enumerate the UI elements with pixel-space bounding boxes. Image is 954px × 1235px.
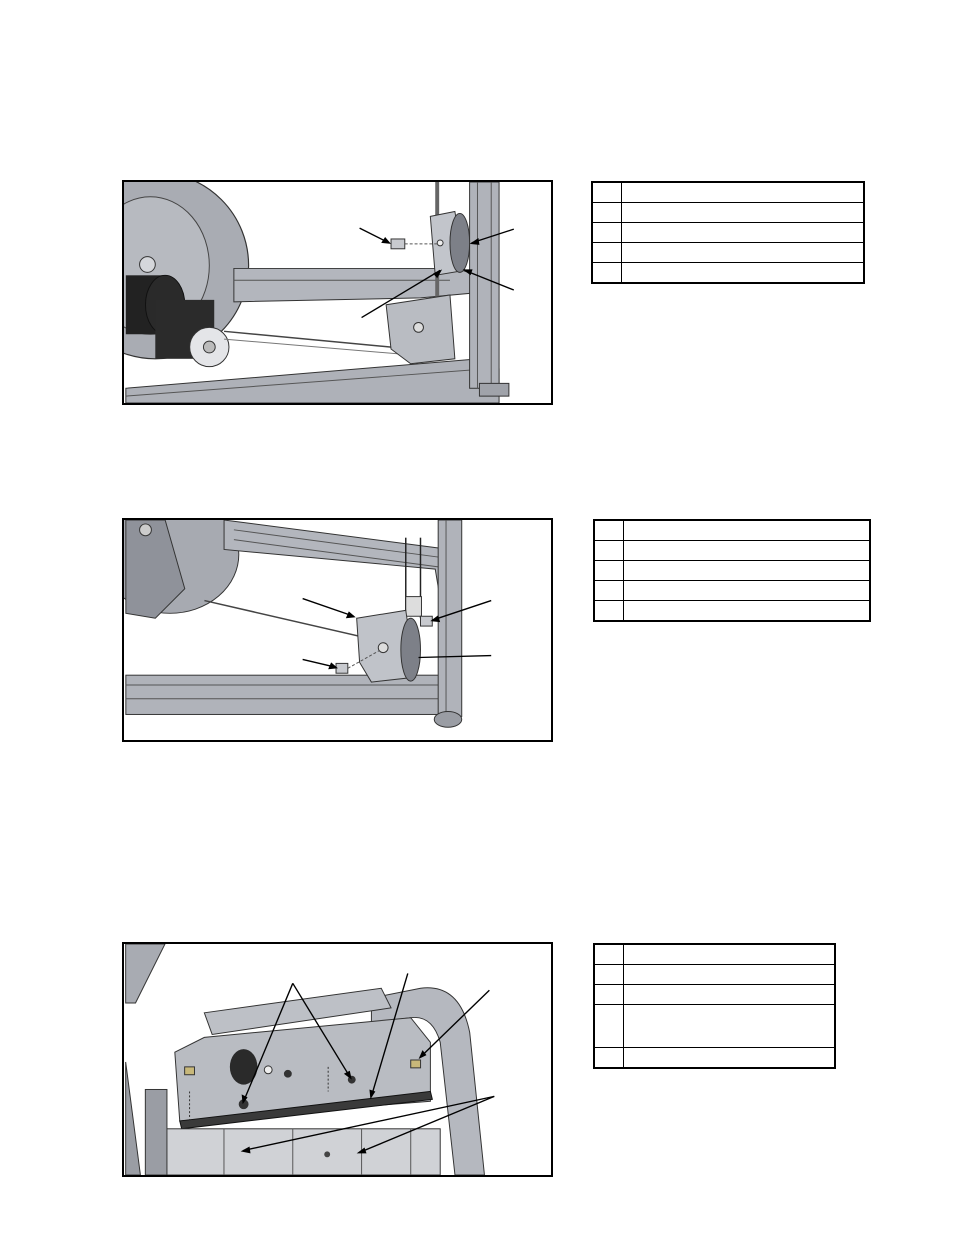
row-number xyxy=(593,1047,624,1069)
table-row xyxy=(591,242,865,263)
table-row xyxy=(591,181,865,203)
table-row xyxy=(593,560,871,581)
row-number xyxy=(593,519,624,541)
row-number xyxy=(593,1004,624,1048)
table-row xyxy=(591,262,865,284)
parts-table-1 xyxy=(591,181,865,284)
row-number xyxy=(591,181,622,203)
table-row xyxy=(593,943,836,965)
table-row xyxy=(591,222,865,243)
row-text xyxy=(621,222,865,243)
figure-3-weight-stack xyxy=(122,942,553,1177)
table-row xyxy=(591,202,865,223)
parts-table-2 xyxy=(593,519,871,622)
row-text xyxy=(623,519,871,541)
table-row xyxy=(593,600,871,622)
row-text xyxy=(623,1004,836,1048)
row-text xyxy=(623,540,871,561)
row-number xyxy=(593,964,624,985)
row-text xyxy=(621,242,865,263)
table-row xyxy=(593,984,836,1005)
table-row xyxy=(593,964,836,985)
row-text xyxy=(621,202,865,223)
figure-2-lower-pulley xyxy=(122,518,553,742)
row-number xyxy=(593,984,624,1005)
parts-table-3 xyxy=(593,943,836,1069)
table-row xyxy=(593,580,871,601)
weight-stack-top-plate-illustration xyxy=(125,944,495,1175)
row-number xyxy=(593,600,624,622)
row-text xyxy=(623,1047,836,1069)
row-number xyxy=(591,262,622,284)
row-text xyxy=(623,560,871,581)
table-row xyxy=(593,1047,836,1069)
row-number xyxy=(593,560,624,581)
row-number xyxy=(593,580,624,601)
table-row xyxy=(593,540,871,561)
row-text xyxy=(623,984,836,1005)
table-row xyxy=(593,519,871,541)
row-text xyxy=(623,580,871,601)
row-text xyxy=(621,181,865,203)
row-number xyxy=(591,242,622,263)
table-row xyxy=(593,1004,836,1048)
row-text xyxy=(621,262,865,284)
row-text xyxy=(623,964,836,985)
row-text xyxy=(623,600,871,622)
lower-pulley-illustration xyxy=(124,520,492,728)
row-number xyxy=(593,540,624,561)
figure-1-pulley-assembly xyxy=(122,180,553,405)
row-number xyxy=(591,222,622,243)
row-text xyxy=(623,943,836,965)
pulley-assembly-illustration xyxy=(124,182,515,403)
row-number xyxy=(591,202,622,223)
row-number xyxy=(593,943,624,965)
